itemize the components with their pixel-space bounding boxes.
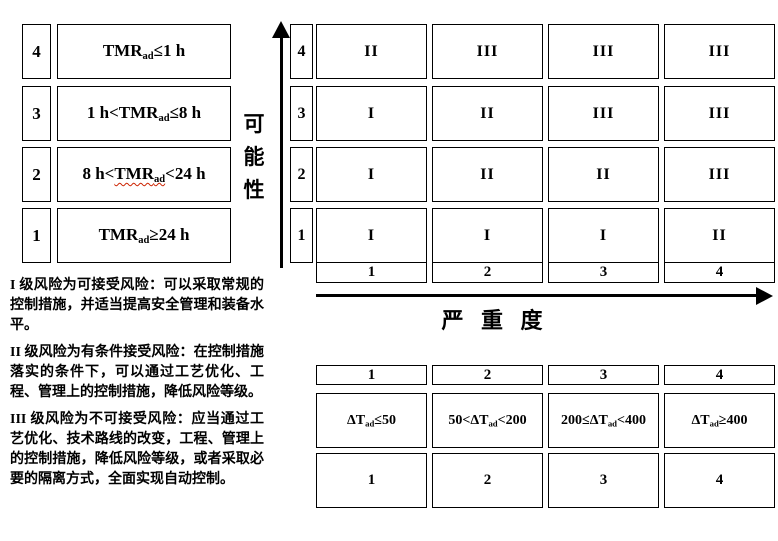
matrix-cell-r1c4: II [664,208,775,263]
possibility-level-4: 4 [22,24,51,79]
matrix-cell-r2c3: II [548,147,659,202]
possibility-condition-1: TMRad≥24 h [57,208,231,263]
up-arrow-icon [272,21,290,38]
matrix-cell-r3c2: II [432,86,543,141]
matrix-cell-r4c4: III [664,24,775,79]
severity-header-4: 4 [664,365,775,385]
severity-footer-2: 2 [432,453,543,508]
severity-condition-1: ΔTad≤50 [316,393,427,448]
possibility-condition-4: TMRad≤1 h [57,24,231,79]
matrix-cell-r3c1: I [316,86,427,141]
condition-text: ΔTad≥400 [691,412,748,428]
condition-text: 8 h<TMRad<24 h [82,164,206,185]
possibility-axis-arrow [280,36,283,268]
severity-header-3: 3 [548,365,659,385]
risk-level-legend: I 级风险为可接受风险：可以采取常规的控制措施，并适当提高安全管理和装备水平。 … [10,276,264,497]
condition-text: 200≤ΔTad<400 [561,412,646,428]
right-arrow-icon [756,287,773,305]
possibility-condition-3: 1 h<TMRad≤8 h [57,86,231,141]
matrix-cell-r3c3: III [548,86,659,141]
severity-header-1: 1 [316,365,427,385]
legend-paragraph-level-2: II 级风险为有条件接受风险：在控制措施落实的条件下，可以通过工艺优化、工程、管… [10,345,264,400]
condition-text: ΔTad≤50 [347,412,396,428]
condition-text: 1 h<TMRad≤8 h [86,103,202,124]
severity-footer-3: 3 [548,453,659,508]
severity-header-2: 2 [432,365,543,385]
severity-condition-4: ΔTad≥400 [664,393,775,448]
matrix-cell-r4c1: II [316,24,427,79]
condition-text: 50<ΔTad<200 [448,412,527,428]
possibility-axis-label: 可能性 [243,112,265,202]
matrix-cell-r3c4: III [664,86,775,141]
severity-footer-4: 4 [664,453,775,508]
matrix-col-level-4: 4 [664,262,775,283]
legend-paragraph-level-1: I 级风险为可接受风险：可以采取常规的控制措施，并适当提高安全管理和装备水平。 [10,278,264,333]
matrix-cell-r4c2: III [432,24,543,79]
matrix-cell-r2c1: I [316,147,427,202]
severity-footer-1: 1 [316,453,427,508]
matrix-cell-r1c3: I [548,208,659,263]
severity-condition-2: 50<ΔTad<200 [432,393,543,448]
possibility-level-label: 3 [32,103,41,123]
possibility-level-1: 1 [22,208,51,263]
possibility-level-3: 3 [22,86,51,141]
matrix-row-level-1: 1 [290,208,313,263]
matrix-col-level-3: 3 [548,262,659,283]
matrix-col-level-2: 2 [432,262,543,283]
spellcheck-underline: TMRad [114,164,166,185]
condition-text: TMRad≥24 h [98,225,190,246]
matrix-cell-r2c2: II [432,147,543,202]
matrix-cell-r4c3: III [548,24,659,79]
matrix-cell-r1c2: I [432,208,543,263]
legend-paragraph-level-3: III 级风险为不可接受风险：应当通过工艺优化、技术路线的改变，工程、管理上的控… [10,412,264,487]
possibility-level-label: 2 [32,164,41,184]
matrix-col-level-1: 1 [316,262,427,283]
matrix-cell-r1c1: I [316,208,427,263]
severity-axis-label: 严 重 度 [441,308,549,333]
severity-axis-arrow [316,294,758,297]
possibility-level-2: 2 [22,147,51,202]
possibility-level-label: 4 [32,41,41,61]
matrix-row-level-3: 3 [290,86,313,141]
possibility-condition-2: 8 h<TMRad<24 h [57,147,231,202]
matrix-row-level-2: 2 [290,147,313,202]
matrix-row-level-4: 4 [290,24,313,79]
matrix-cell-r2c4: III [664,147,775,202]
condition-text: TMRad≤1 h [102,41,186,62]
possibility-level-label: 1 [32,225,41,245]
severity-condition-3: 200≤ΔTad<400 [548,393,659,448]
